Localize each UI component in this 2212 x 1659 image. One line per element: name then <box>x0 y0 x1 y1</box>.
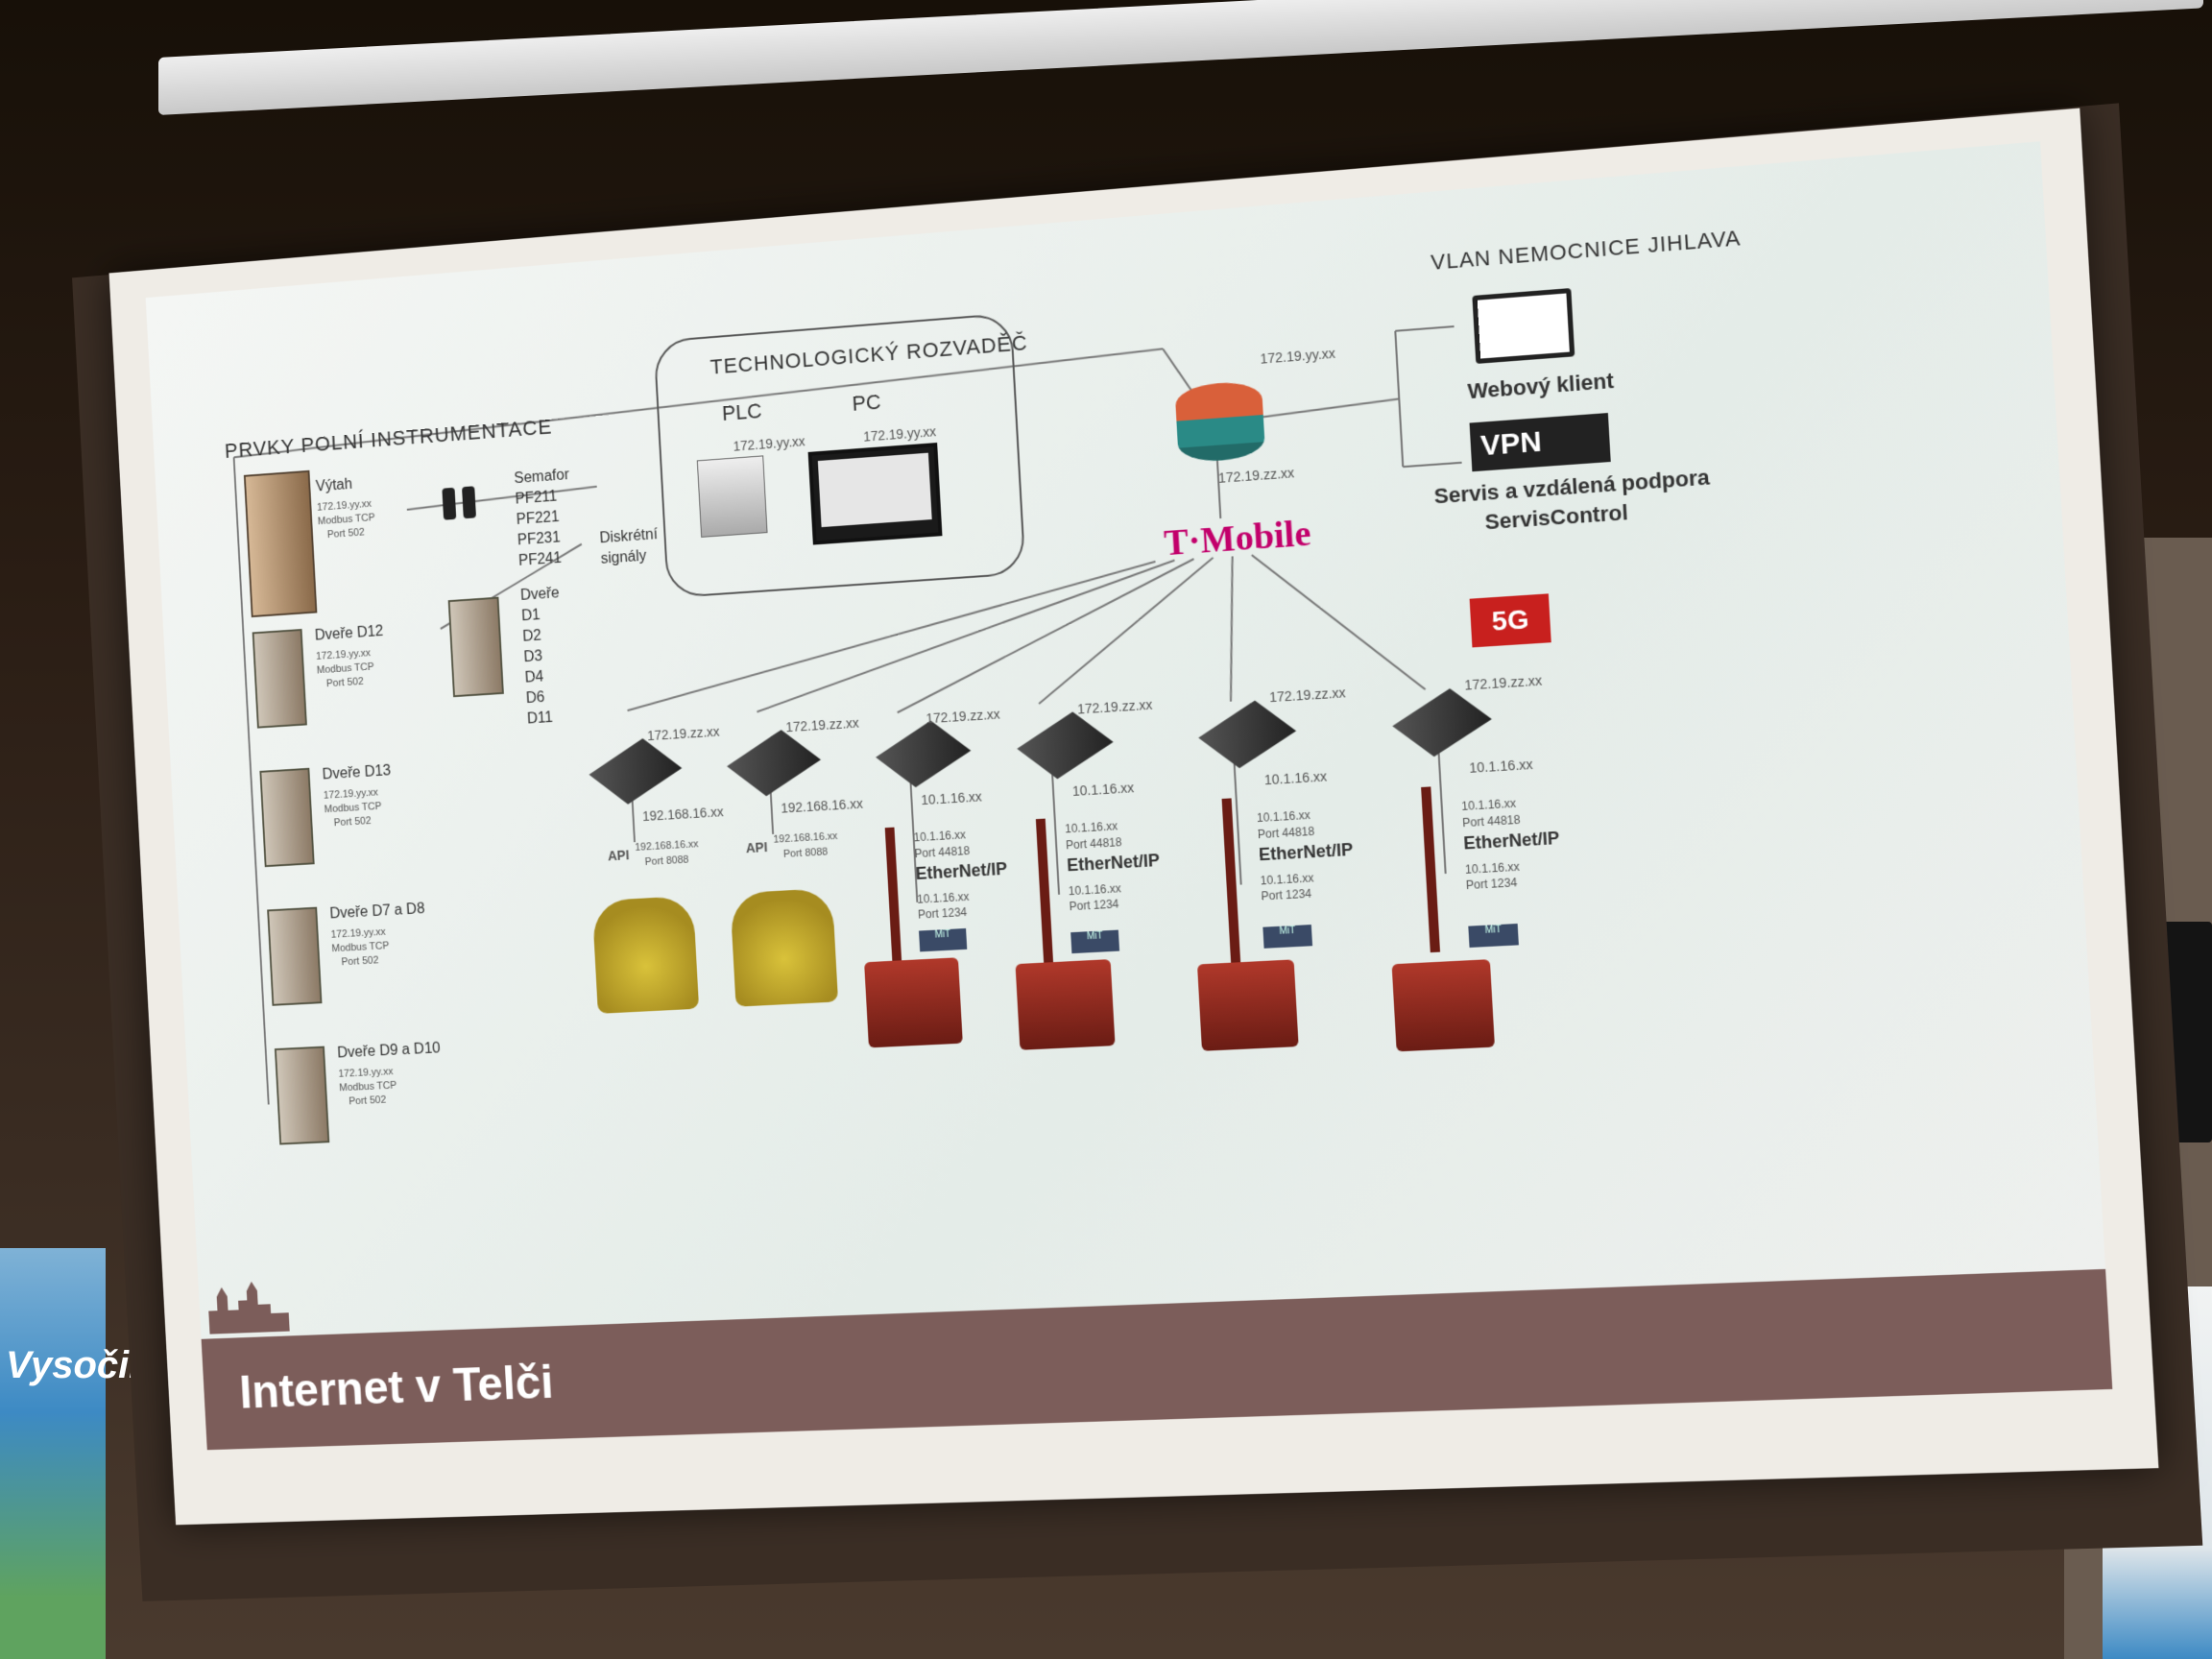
monitor-icon <box>1472 288 1575 364</box>
5g-badge: 5G <box>1469 593 1551 648</box>
semafor-label: Semafor <box>514 467 570 488</box>
device-port-2: Port 1234 <box>917 905 968 922</box>
vpn-text: VPN <box>1479 425 1543 463</box>
vpn-icon: VPN <box>1469 413 1611 472</box>
door-list-item: D4 <box>524 668 544 686</box>
semafor-list: Semafor PF211 PF221 PF231 PF241 <box>514 465 574 571</box>
door-list-item: D6 <box>525 689 545 707</box>
door-image <box>447 596 504 698</box>
agv-image <box>1015 959 1116 1050</box>
semafor-item: PF241 <box>517 550 563 569</box>
slide-diagram: PRVKY POLNÍ INSTRUMENTACE TECHNOLOGICKÝ … <box>145 141 2106 1339</box>
door-image <box>252 628 307 729</box>
api-icon: API <box>607 847 630 864</box>
door-list-label: Dveře <box>519 585 561 604</box>
api-icon: API <box>745 839 768 856</box>
discrete-line: Diskrétní <box>599 526 659 547</box>
mit-badge: MiT <box>1262 925 1313 949</box>
agv-image <box>1196 959 1299 1051</box>
device-ip-2: 10.1.16.xx <box>1068 881 1122 899</box>
field-device-port: Port 502 <box>349 1094 387 1108</box>
mit-badge: MiT <box>919 927 968 952</box>
door-list-item: D11 <box>526 709 554 728</box>
door-image <box>274 1046 330 1145</box>
door-list: Dveře D1 D2 D3 D4 D6 D11 <box>520 584 567 731</box>
device-port-2: Port 1234 <box>1465 876 1518 893</box>
pc-panel <box>807 443 943 545</box>
router-icon <box>1174 379 1266 464</box>
field-device-port: Port 502 <box>333 815 372 830</box>
device-port-2: Port 1234 <box>1261 886 1312 903</box>
town-skyline-icon <box>206 1280 290 1334</box>
device-ip-2: 10.1.16.xx <box>1260 871 1314 888</box>
door-image <box>267 906 323 1006</box>
door-image <box>259 767 315 868</box>
field-device-port: Port 502 <box>341 954 379 969</box>
diagram-connections <box>146 141 2105 1339</box>
elevator-image <box>243 469 318 618</box>
door-list-item: D1 <box>520 607 541 625</box>
device-ip-2: 10.1.16.xx <box>916 889 970 906</box>
field-device-name: Výtah <box>315 476 353 495</box>
left-banner: Vysočina <box>0 1248 174 1659</box>
door-list-item: D2 <box>521 627 542 645</box>
mit-badge: MiT <box>1468 924 1519 948</box>
plc-device <box>696 455 768 538</box>
traffic-light-icon <box>442 486 480 526</box>
door-list-item: D3 <box>523 648 543 666</box>
agv-image <box>1391 959 1496 1052</box>
robot-image <box>591 895 700 1014</box>
agv-image <box>864 957 963 1048</box>
pc-label: PC <box>851 389 882 416</box>
slide-title: Internet v Telči <box>238 1355 555 1419</box>
mit-badge: MiT <box>1070 929 1120 954</box>
discrete-line: signály <box>600 547 647 567</box>
robot-image <box>730 887 839 1007</box>
projection-screen: PRVKY POLNÍ INSTRUMENTACE TECHNOLOGICKÝ … <box>108 108 2159 1526</box>
plc-label: PLC <box>721 398 763 425</box>
device-ip-2: 10.1.16.xx <box>1464 859 1521 877</box>
discrete-signals: Diskrétní signály <box>599 524 660 569</box>
device-port-2: Port 1234 <box>1069 897 1119 914</box>
